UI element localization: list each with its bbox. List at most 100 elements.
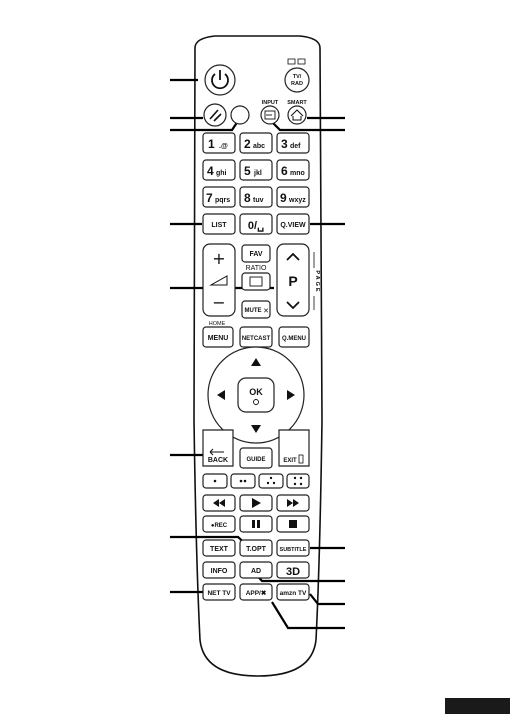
smart-home-button[interactable]: [287, 105, 307, 125]
number-5-digit: 5: [244, 164, 251, 178]
number-button-9[interactable]: 9 wxyz: [276, 186, 310, 208]
number-3-digit: 3: [281, 137, 288, 151]
page-label: PAGE: [314, 270, 320, 293]
zero-button[interactable]: 0/␣: [239, 213, 273, 235]
blue-button[interactable]: [286, 473, 310, 489]
nettv-button[interactable]: NET TV: [202, 583, 236, 601]
number-button-8[interactable]: 8 tuv: [239, 186, 273, 208]
number-2-digit: 2: [244, 137, 251, 151]
app-button[interactable]: APP/✖: [239, 583, 273, 601]
number-9-letters: wxyz: [288, 197, 306, 204]
tv-rad-bottom-label: RAD: [291, 81, 303, 87]
plus-icon: +: [212, 249, 225, 268]
tool-icon: [209, 109, 222, 122]
number-button-4[interactable]: 4 ghi: [202, 159, 236, 181]
fav-label: FAV: [249, 251, 262, 258]
number-4-letters: ghi: [216, 170, 227, 177]
app-label: APP/✖: [246, 589, 267, 597]
number-8-digit: 8: [244, 191, 251, 205]
fast-forward-button[interactable]: [276, 494, 310, 512]
pause-button[interactable]: [239, 515, 273, 533]
input-icon: [264, 110, 276, 120]
pause-icon: [252, 520, 260, 528]
exit-label: EXIT: [283, 458, 297, 464]
nettv-label: NET TV: [207, 590, 231, 597]
qmenu-button[interactable]: Q.MENU: [278, 326, 310, 348]
back-button[interactable]: BACK: [202, 429, 234, 467]
number-7-letters: pqrs: [215, 197, 230, 204]
number-7-digit: 7: [206, 191, 213, 205]
topt-label: T.OPT: [246, 546, 267, 553]
ratio-button[interactable]: [241, 272, 271, 291]
info-button[interactable]: INFO: [202, 561, 236, 579]
text-label: TEXT: [210, 546, 229, 553]
list-label: LIST: [211, 222, 227, 229]
yellow-button[interactable]: [258, 473, 284, 489]
rewind-icon: [213, 499, 225, 507]
arrow-left-icon: [217, 390, 225, 400]
subtitle-button[interactable]: SUBTITLE: [276, 539, 310, 557]
guide-button[interactable]: GUIDE: [239, 447, 273, 469]
ratio-label: RATIO: [246, 265, 267, 272]
text-button[interactable]: TEXT: [202, 539, 236, 557]
number-button-6[interactable]: 6 mno: [276, 159, 310, 181]
menu-label: MENU: [208, 335, 229, 342]
power-icon: [211, 70, 229, 90]
fast-forward-icon: [287, 499, 299, 507]
ok-button[interactable]: OK: [237, 377, 275, 413]
number-button-2[interactable]: 2 abc: [239, 132, 273, 154]
topt-button[interactable]: T.OPT: [239, 539, 273, 557]
fav-button[interactable]: FAV: [241, 244, 271, 263]
exit-icon: [298, 454, 304, 464]
page-rocker[interactable]: P: [276, 243, 310, 317]
red-button[interactable]: [202, 473, 228, 489]
menu-button[interactable]: MENU: [202, 326, 234, 348]
settings-button[interactable]: [203, 103, 227, 127]
number-pad: 1 .@ 2 abc 3 def 4 ghi 5 jkl 6 mno: [202, 132, 310, 208]
p-label: P: [288, 273, 297, 289]
number-1-digit: 1: [208, 137, 215, 151]
tv-rad-top-label: TV/: [293, 74, 302, 80]
number-button-7[interactable]: 7 pqrs: [202, 186, 236, 208]
volume-rocker[interactable]: + −: [202, 243, 236, 317]
stop-button[interactable]: [276, 515, 310, 533]
netcast-label: NETCAST: [242, 336, 271, 342]
play-button[interactable]: [239, 494, 273, 512]
qview-label: Q.VIEW: [280, 222, 306, 229]
qview-button[interactable]: Q.VIEW: [276, 213, 310, 235]
number-9-digit: 9: [280, 191, 287, 205]
qmenu-label: Q.MENU: [282, 336, 306, 342]
green-button[interactable]: [230, 473, 256, 489]
number-button-1[interactable]: 1 .@: [202, 132, 236, 154]
guide-label: GUIDE: [246, 457, 265, 463]
mute-button[interactable]: MUTE ✕: [241, 300, 271, 319]
ad-button[interactable]: AD: [239, 561, 273, 579]
3d-label: 3D: [286, 566, 300, 578]
exit-button[interactable]: EXIT: [278, 429, 310, 467]
input-button[interactable]: [260, 105, 280, 125]
netcast-button[interactable]: NETCAST: [239, 326, 273, 348]
play-icon: [252, 498, 261, 508]
chevron-up-icon: [286, 252, 300, 261]
zero-label: 0/␣: [248, 220, 264, 232]
minus-icon: −: [212, 293, 225, 312]
number-5-letters: jkl: [253, 170, 262, 177]
number-1-letters: .@: [219, 143, 228, 150]
amazon-tv-button[interactable]: amzn TV: [276, 583, 310, 601]
number-6-digit: 6: [281, 164, 288, 178]
home-label: HOME: [209, 321, 226, 327]
number-6-letters: mno: [290, 170, 305, 177]
list-button[interactable]: LIST: [202, 213, 236, 235]
number-button-3[interactable]: 3 def: [276, 132, 310, 154]
tv-rad-button[interactable]: TV/ RAD: [284, 58, 310, 93]
power-button[interactable]: [204, 64, 236, 96]
number-8-letters: tuv: [253, 197, 264, 204]
number-button-5[interactable]: 5 jkl: [239, 159, 273, 181]
3d-button[interactable]: 3D: [276, 561, 310, 579]
info-label: INFO: [211, 568, 228, 575]
rewind-button[interactable]: [202, 494, 236, 512]
magic-pointer-button[interactable]: [230, 105, 250, 125]
rec-button[interactable]: ●REC: [202, 515, 236, 533]
mute-icon: ✕: [263, 307, 269, 315]
